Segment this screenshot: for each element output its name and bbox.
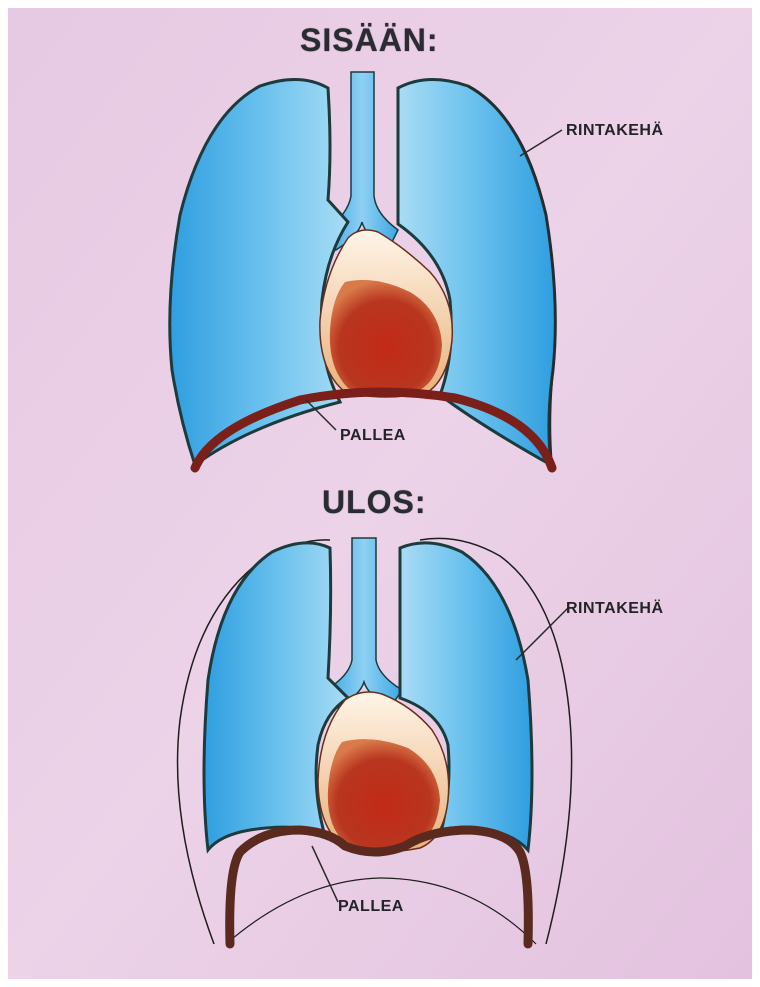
diaphragm-label-inhale: PALLEA <box>340 427 406 445</box>
chest-label-exhale: RINTAKEHÄ <box>566 600 664 618</box>
exhale-heading: ULOS: <box>322 484 427 521</box>
inhale-heading: SISÄÄN: <box>300 22 439 59</box>
diaphragm-label-exhale: PALLEA <box>338 898 404 916</box>
chest-label-inhale: RINTAKEHÄ <box>566 122 664 140</box>
